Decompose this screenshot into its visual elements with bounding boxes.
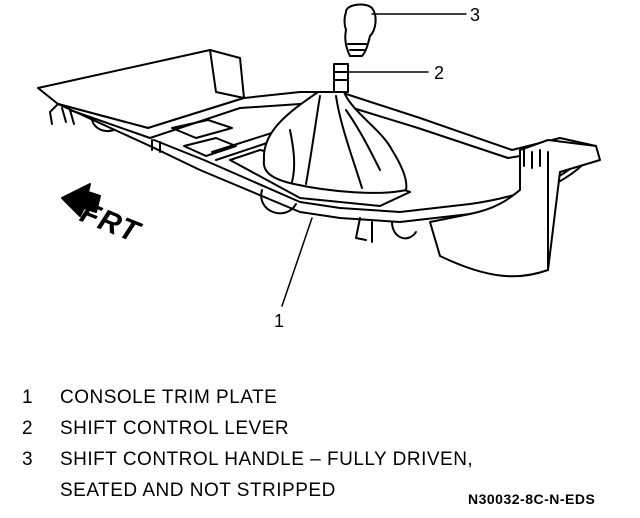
shift-boot bbox=[262, 91, 408, 194]
legend-text-continuation: SEATED AND NOT STRIPPED bbox=[60, 480, 336, 501]
parts-legend: 1 CONSOLE TRIM PLATE 2 SHIFT CONTROL LEVER… bbox=[22, 382, 473, 506]
legend-item: 2 SHIFT CONTROL LEVER bbox=[22, 413, 473, 444]
legend-number: 1 bbox=[22, 387, 34, 408]
leader-line-1 bbox=[281, 217, 313, 307]
legend-item-continuation: SEATED AND NOT STRIPPED bbox=[22, 475, 473, 506]
callout-3: 3 bbox=[470, 5, 481, 25]
cup-holder-opening bbox=[171, 119, 233, 139]
figure-id: N30032-8C-N-EDS bbox=[468, 491, 596, 507]
legend-text: CONSOLE TRIM PLATE bbox=[60, 387, 278, 408]
callout-1: 1 bbox=[274, 311, 285, 331]
front-arrow-icon bbox=[61, 183, 101, 217]
legend-number: 3 bbox=[22, 449, 34, 470]
legend-text: SHIFT CONTROL LEVER bbox=[60, 418, 290, 439]
legend-text: SHIFT CONTROL HANDLE – FULLY DRIVEN, bbox=[60, 449, 474, 470]
callout-2: 2 bbox=[434, 63, 445, 83]
shift-control-handle bbox=[343, 3, 377, 57]
legend-number: 2 bbox=[22, 418, 34, 439]
legend-item: 3 SHIFT CONTROL HANDLE – FULLY DRIVEN, bbox=[22, 444, 473, 475]
shift-control-lever bbox=[333, 63, 349, 93]
legend-item: 1 CONSOLE TRIM PLATE bbox=[22, 382, 473, 413]
